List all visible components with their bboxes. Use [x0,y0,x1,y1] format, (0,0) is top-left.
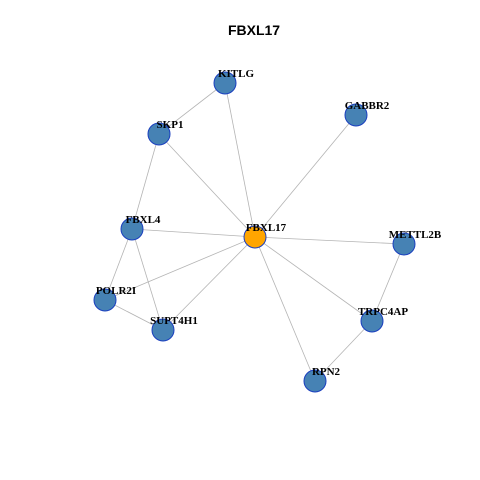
node-fbxl17[interactable] [243,225,267,249]
edge-fbxl17-rpn2 [254,236,316,382]
edge-fbxl17-trpc4ap [254,236,373,322]
edge-skp1-fbxl17 [158,133,256,238]
node-gabbr2[interactable] [344,103,368,127]
edges-layer [104,82,405,382]
graph-title: FBXL17 [228,22,280,38]
node-label-skp1: SKP1 [157,119,184,131]
node-label-kitlg: KITLG [218,68,255,80]
node-label-mettl2b: METTL2B [389,229,442,241]
edge-gabbr2-fbxl17 [254,114,357,238]
node-label-polr2i: POLR2I [96,285,136,297]
node-label-fbxl4: FBXL4 [126,214,161,226]
edge-kitlg-fbxl17 [224,82,256,238]
node-fbxl4[interactable] [120,217,144,241]
edge-fbxl17-polr2i [104,236,256,301]
node-rpn2[interactable] [303,369,327,393]
node-label-trpc4ap: TRPC4AP [358,306,408,318]
node-polr2i[interactable] [93,288,117,312]
edge-fbxl4-fbxl17 [131,228,256,238]
node-trpc4ap[interactable] [360,309,384,333]
node-kitlg[interactable] [213,71,237,95]
node-skp1[interactable] [147,122,171,146]
edge-trpc4ap-rpn2 [314,320,373,382]
node-label-supt4h1: SUPT4H1 [150,315,198,327]
node-mettl2b[interactable] [392,232,416,256]
node-label-gabbr2: GABBR2 [345,100,390,112]
edge-fbxl4-supt4h1 [131,228,164,331]
edge-fbxl17-mettl2b [254,236,405,245]
node-label-fbxl17: FBXL17 [246,222,287,234]
nodes-layer [93,71,416,393]
node-label-rpn2: RPN2 [312,366,341,378]
edge-fbxl17-supt4h1 [162,236,256,331]
edge-mettl2b-trpc4ap [371,243,405,322]
edge-kitlg-skp1 [158,82,226,135]
edge-fbxl4-polr2i [104,228,133,301]
node-supt4h1[interactable] [151,318,175,342]
edge-skp1-fbxl4 [131,133,160,230]
